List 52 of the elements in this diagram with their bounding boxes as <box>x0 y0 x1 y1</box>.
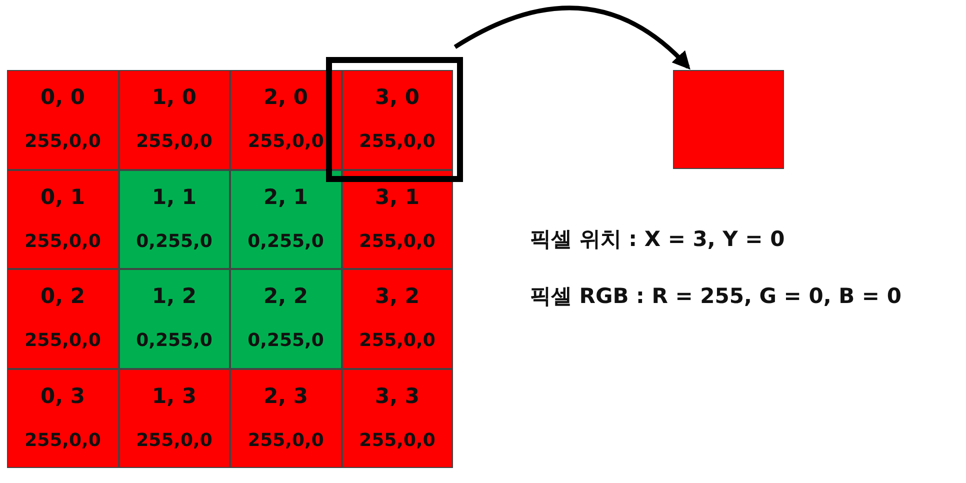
pixel-cell <box>7 368 118 468</box>
pixel-coordinate: 1, 1 <box>150 184 198 208</box>
pixel-cell <box>118 269 230 368</box>
info-text: 픽셀 위치 : X = 3, Y = 0 <box>530 226 785 253</box>
pixel-cell <box>7 70 118 170</box>
pixel-rgb-value: 255,0,0 <box>24 131 102 152</box>
pixel-rgb-value: 255,0,0 <box>135 430 214 450</box>
pixel-rgb-value: 0,255,0 <box>135 230 214 252</box>
pixel-coordinate: 3, 3 <box>374 384 420 408</box>
pixel-square <box>673 70 784 169</box>
pixel-coordinate: 3, 1 <box>374 184 420 208</box>
pixel-cell <box>118 170 230 269</box>
pixel-coordinate: 1, 0 <box>150 85 198 109</box>
pixel-rgb-value: 255,0,0 <box>358 131 436 152</box>
pixel-coordinate: 2, 3 <box>262 384 309 408</box>
pixel-rgb-value: 255,0,0 <box>358 430 436 450</box>
pixel-rgb-value: 255,0,0 <box>135 131 214 152</box>
pixel-cell <box>230 70 342 170</box>
pixel-cell <box>342 269 453 368</box>
pixel-rgb-value: 255,0,0 <box>358 230 436 252</box>
pixel-cell <box>7 170 118 269</box>
pixel-coordinate: 0, 2 <box>39 284 86 308</box>
pixel-cell <box>118 70 230 170</box>
pixel-coordinate: 1, 2 <box>150 284 198 308</box>
pixel-rgb-value: 0,255,0 <box>246 330 325 351</box>
info-text: 픽셀 RGB : R = 255, G = 0, B = 0 <box>530 283 902 310</box>
pixel-cell <box>342 368 453 468</box>
pixel-cell <box>230 269 342 368</box>
pixel-cell <box>230 170 342 269</box>
pixel-rgb-value: 255,0,0 <box>24 330 102 351</box>
pixel-cell <box>118 368 230 468</box>
pixel-coordinate: 3, 0 <box>374 85 420 109</box>
pixel-coordinate: 2, 0 <box>262 85 309 109</box>
arrow <box>454 6 691 70</box>
pixel-rgb-value: 255,0,0 <box>246 131 325 152</box>
pixel-coordinate: 2, 2 <box>262 284 309 308</box>
pixel-rgb-value: 0,255,0 <box>135 330 214 351</box>
pixel-cell <box>342 170 453 269</box>
pixel-rgb-value: 255,0,0 <box>24 430 102 450</box>
pixel-coordinate: 0, 1 <box>39 184 86 208</box>
pixel-coordinate: 0, 3 <box>39 384 86 408</box>
pixel-rgb-value: 255,0,0 <box>358 330 436 351</box>
pixel-coordinate: 0, 0 <box>39 85 86 109</box>
pixel-rgb-value: 255,0,0 <box>24 230 102 252</box>
pixel-cell <box>230 368 342 468</box>
pixel-coordinate: 1, 3 <box>150 384 198 408</box>
pixel-rgb-value: 255,0,0 <box>246 430 325 450</box>
pixel-coordinate: 3, 2 <box>374 284 420 308</box>
pixel-cell <box>7 269 118 368</box>
pixel-rgb-value: 0,255,0 <box>246 230 325 252</box>
pixel-coordinate: 2, 1 <box>262 184 309 208</box>
highlight-frame <box>326 57 463 182</box>
